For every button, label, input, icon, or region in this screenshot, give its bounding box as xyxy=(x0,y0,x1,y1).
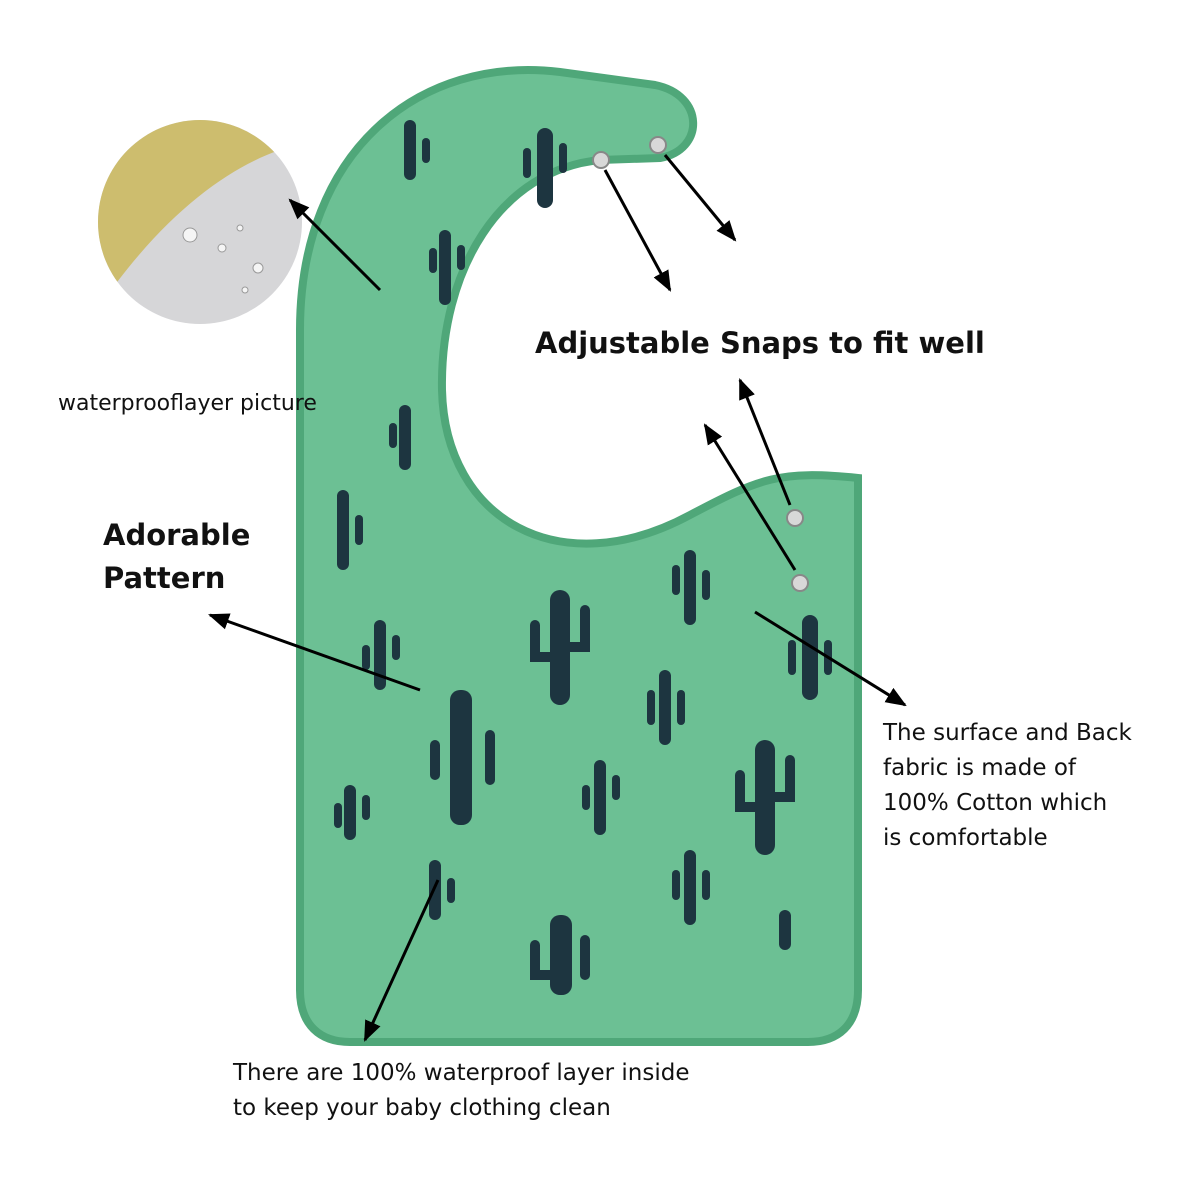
fabric-line: fabric is made of xyxy=(883,755,1077,781)
bib-body xyxy=(296,66,862,1046)
cactus-pattern xyxy=(334,120,832,995)
snap-buttons xyxy=(592,136,809,592)
fabric-line: The surface and Back xyxy=(883,720,1132,746)
pattern-callout-line2: Pattern xyxy=(103,561,226,595)
inset-caption: waterprooflayer picture xyxy=(58,391,317,416)
fabric-line: 100% Cotton which xyxy=(883,790,1108,816)
waterproof-layer-inset xyxy=(98,120,302,324)
waterproof-line: There are 100% waterproof layer inside xyxy=(233,1060,690,1086)
waterproof-callout: There are 100% waterproof layer inside t… xyxy=(233,1056,690,1126)
fabric-line: is comfortable xyxy=(883,825,1048,851)
waterproof-line: to keep your baby clothing clean xyxy=(233,1095,611,1121)
pattern-callout-line1: Adorable xyxy=(103,518,251,552)
fabric-callout: The surface and Back fabric is made of 1… xyxy=(883,716,1132,856)
callout-arrows xyxy=(208,154,907,1042)
snaps-callout: Adjustable Snaps to fit well xyxy=(535,326,985,360)
